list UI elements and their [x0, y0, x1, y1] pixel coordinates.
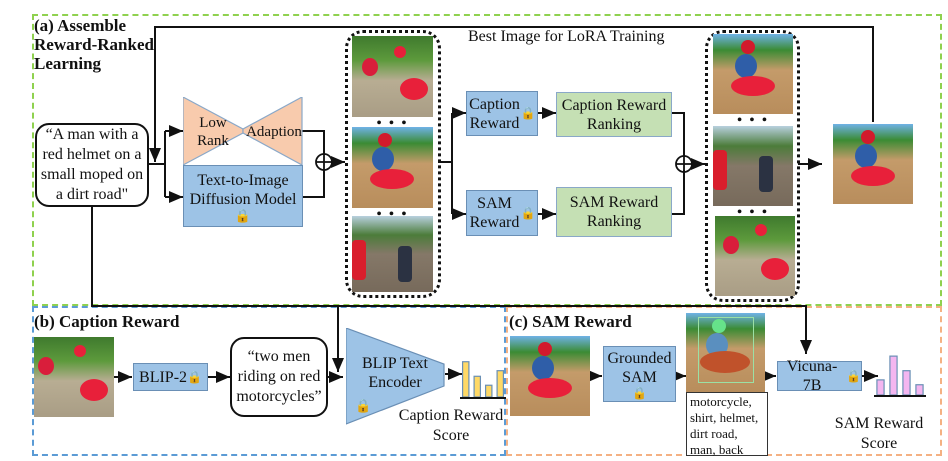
blip2-box: BLIP-2 🔒 [133, 363, 208, 391]
vicuna-box: Vicuna-7B 🔒 [777, 358, 862, 394]
sam-score-bars [874, 355, 926, 397]
caption-score-bar-1 [461, 361, 470, 398]
blip2-label: BLIP-2 [139, 368, 188, 386]
panel-a-title-line2: Reward-Ranked [34, 35, 154, 54]
lock-icon: 🔒 [520, 106, 536, 120]
sam-reward-label: SAM Reward [469, 195, 520, 231]
sam-score-bar-1 [876, 379, 885, 396]
caption-input-image [34, 337, 114, 417]
blip-text-encoder [346, 328, 445, 425]
lock-icon: 🔒 [632, 385, 647, 400]
oplus-icons [315, 153, 693, 173]
caption-reward-ranking-box: Caption Reward Ranking [556, 92, 672, 137]
caption-text-box: “two men riding on red motorcycles” [230, 337, 328, 417]
best-image [833, 124, 913, 204]
lock-icon: 🔒 [234, 208, 252, 223]
sam-score-label: SAM Reward Score [834, 415, 924, 452]
lock-icon: 🔒 [187, 369, 202, 384]
grounded-sam-box: Grounded SAM 🔒 [603, 346, 676, 402]
lock-icon: 🔒 [355, 398, 372, 413]
sam-tags-box: motorcycle, shirt, helmet, dirt road, ma… [686, 392, 768, 457]
ranked-images-group [705, 30, 800, 302]
lora-adaption-label: Adaption [246, 124, 302, 140]
candidate-image-2 [352, 127, 433, 208]
sam-score-bar-3 [902, 370, 911, 396]
ranked-image-3 [715, 216, 795, 296]
ranked-image-1 [713, 34, 793, 114]
diffusion-model-label: Text-to-Image Diffusion Model [189, 172, 297, 208]
feedback-label: Best Image for LoRA Training [468, 28, 665, 45]
caption-score-bar-2 [473, 375, 482, 398]
caption-score-bar-3 [484, 384, 493, 398]
segmented-image [686, 313, 765, 392]
prompt-box: “A man with a red helmet on a small mope… [35, 123, 149, 207]
panel-a-title-line3: Learning [34, 54, 102, 73]
caption-reward-box: Caption Reward 🔒 [466, 91, 538, 136]
candidate-images-group [345, 30, 441, 298]
panel-a-title-line1: (a) Assemble [34, 16, 127, 35]
ranked-image-2 [713, 126, 793, 206]
diffusion-model-box: Text-to-Image Diffusion Model 🔒 [183, 165, 303, 227]
caption-reward-label: Caption Reward [469, 95, 520, 132]
vicuna-label: Vicuna-7B [786, 358, 838, 394]
sam-reward-ranking-box: SAM Reward Ranking [556, 187, 672, 237]
candidate-image-3 [352, 216, 433, 292]
grounded-sam-label: Grounded SAM [607, 349, 672, 386]
sam-score-bar-2 [889, 355, 898, 396]
ellipsis: • • • [737, 113, 769, 128]
lock-icon: 🔒 [520, 205, 536, 220]
caption-score-label: Caption Reward Score [398, 407, 504, 444]
lora-module [183, 97, 303, 165]
panel-c-title: (c) SAM Reward [509, 312, 632, 331]
sam-input-image [510, 336, 590, 416]
sam-reward-box: SAM Reward 🔒 [466, 190, 538, 236]
blip-text-encoder-label: BLIP Text Encoder [362, 355, 428, 391]
lock-icon: 🔒 [846, 368, 861, 383]
panel-a-title: (a) Assemble Reward-Ranked Learning [34, 16, 154, 73]
caption-score-bar-4 [496, 370, 505, 398]
lora-low-rank-label: Low Rank [197, 115, 229, 149]
panel-b-title: (b) Caption Reward [34, 312, 180, 331]
candidate-image-1 [352, 36, 433, 117]
caption-score-bars [460, 361, 506, 399]
sam-score-bar-4 [915, 384, 924, 396]
